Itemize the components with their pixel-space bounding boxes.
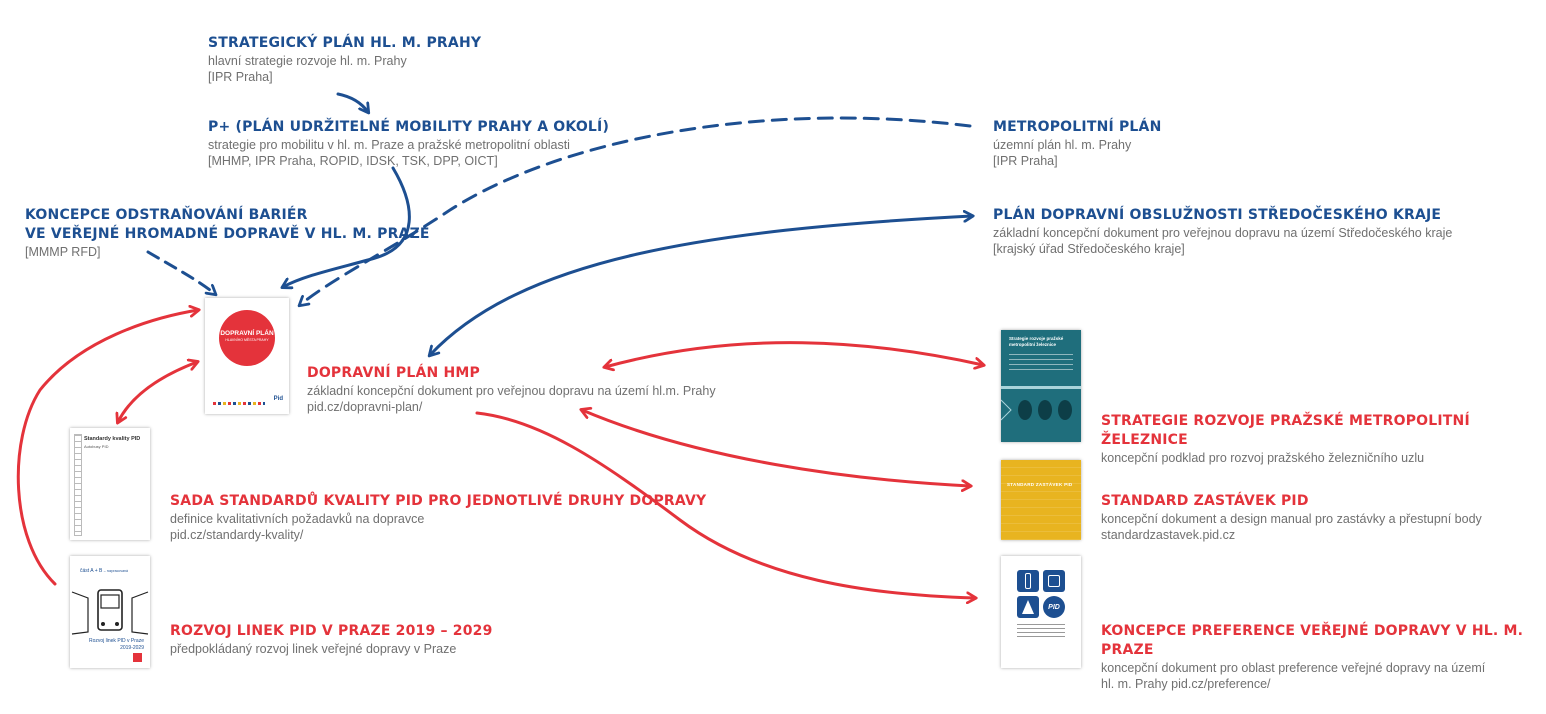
node-desc-line2: hl. m. Prahy pid.cz/preference/ — [1101, 677, 1271, 691]
node-title: ROZVOJ LINEK PID V PRAZE 2019 – 2029 — [170, 623, 493, 639]
node-title-line2: VE VEŘEJNÉ HROMADNÉ DOPRAVĚ V HL. M. PRA… — [25, 226, 430, 242]
tram-icon — [1043, 570, 1065, 592]
bus-front-icon — [71, 589, 149, 635]
node-desc: koncepční dokument a design manual pro z… — [1101, 512, 1482, 526]
cover-brick-pattern — [1001, 460, 1081, 540]
node-barriers: KONCEPCE ODSTRAŇOVÁNÍ BARIÉR VE VEŘEJNÉ … — [25, 206, 430, 260]
cover-brand: Pid — [273, 396, 283, 402]
road-shape — [1022, 600, 1034, 614]
node-desc: předpokládaný rozvoj linek veřejné dopra… — [170, 642, 457, 656]
arrow-lines-to-dp — [16, 310, 198, 586]
node-desc: koncepční podklad pro rozvoj pražského ž… — [1101, 451, 1425, 465]
node-pplus: P+ (PLÁN UDRŽITELNÉ MOBILITY PRAHY A OKO… — [208, 118, 609, 169]
node-org: [MHMP, IPR Praha, ROPID, IDSK, TSK, DPP,… — [208, 154, 498, 168]
node-title: STRATEGICKÝ PLÁN HL. M. PRAHY — [208, 35, 482, 51]
cover-title: Rozvoj linek PID v Praze — [88, 638, 144, 644]
cover-title: Standardy kvality PID — [84, 436, 141, 442]
node-org: [MMMP RFD] — [25, 245, 101, 259]
node-title: SADA STANDARDŮ KVALITY PID PRO JEDNOTLIV… — [170, 493, 707, 509]
node-title: DOPRAVNÍ PLÁN HMP — [307, 365, 480, 381]
node-rail-strategy: STRATEGIE ROZVOJE PRAŽSKÉ METROPOLITNÍ Ž… — [1101, 412, 1546, 466]
cover-lines — [1009, 354, 1073, 372]
node-desc: územní plán hl. m. Prahy — [993, 138, 1132, 152]
arrow-metro-to-dp — [300, 116, 972, 305]
cover-side-bar — [74, 434, 82, 536]
arrow-barriers-to-dp — [146, 250, 215, 294]
cover-preference: PID — [1001, 556, 1081, 668]
node-title: PLÁN DOPRAVNÍ OBSLUŽNOSTI STŘEDOČESKÉHO … — [993, 207, 1442, 223]
node-desc: základní koncepční dokument pro veřejnou… — [993, 226, 1453, 240]
node-desc-line1: koncepční dokument pro oblast preference… — [1101, 661, 1486, 675]
node-desc: strategie pro mobilitu v hl. m. Praze a … — [208, 138, 570, 152]
train-bridge-icon — [1001, 386, 1081, 421]
node-title: KONCEPCE PREFERENCE VEŘEJNÉ DOPRAVY V HL… — [1101, 623, 1524, 658]
node-link[interactable]: pid.cz/standardy-kvality/ — [170, 528, 304, 542]
node-desc: hlavní strategie rozvoje hl. m. Prahy — [208, 54, 407, 68]
node-quality-standards: SADA STANDARDŮ KVALITY PID PRO JEDNOTLIV… — [170, 492, 706, 543]
cover-title-line1: Strategie rozvoje pražské — [1009, 336, 1064, 341]
node-preference: KONCEPCE PREFERENCE VEŘEJNÉ DOPRAVY V HL… — [1101, 622, 1546, 692]
node-org: [IPR Praha] — [993, 154, 1058, 168]
node-lines-development: ROZVOJ LINEK PID V PRAZE 2019 – 2029 pře… — [170, 622, 493, 657]
traffic-light-shape — [1025, 573, 1031, 589]
node-desc: definice kvalitativních požadavků na dop… — [170, 512, 425, 526]
cover-subtitle: HLAVNÍHO MĚSTA PRAHY — [225, 338, 269, 342]
arrow-strategic-to-pplus — [336, 92, 368, 112]
pid-badge-text: PID — [1048, 604, 1060, 611]
cover-title-line2: metropolitní železnice — [1009, 342, 1057, 347]
cover-dopravni-plan: DOPRAVNÍ PLÁN HLAVNÍHO MĚSTA PRAHY Pid — [205, 298, 289, 414]
node-title-line1: KONCEPCE ODSTRAŇOVÁNÍ BARIÉR — [25, 207, 308, 223]
tram-shape — [1048, 575, 1060, 587]
pid-badge-icon: PID — [1043, 596, 1065, 618]
cover-color-strip — [213, 402, 265, 405]
node-link[interactable]: standardzastavek.pid.cz — [1101, 528, 1236, 542]
node-strategic-plan: STRATEGICKÝ PLÁN HL. M. PRAHY hlavní str… — [208, 34, 481, 85]
arrow-dp-standards — [118, 362, 197, 422]
arrow-dp-to-preference — [475, 411, 975, 598]
node-dopravni-plan: DOPRAVNÍ PLÁN HMP základní koncepční dok… — [307, 364, 716, 415]
cover-subtitle: Autobusy PID — [84, 444, 109, 449]
cover-lines-development: část A + B – rozpracovaná Rozvoj linek P… — [70, 556, 150, 668]
node-metropolitan-plan: METROPOLITNÍ PLÁN územní plán hl. m. Pra… — [993, 118, 1162, 169]
cover-rail-strategy: Strategie rozvoje pražské metropolitní ž… — [1001, 330, 1081, 442]
road-icon — [1017, 596, 1039, 618]
node-title: STANDARD ZASTÁVEK PID — [1101, 493, 1309, 509]
cover-lines — [1017, 624, 1065, 640]
node-desc: základní koncepční dokument pro veřejnou… — [307, 384, 716, 398]
cover-red-circle: DOPRAVNÍ PLÁN HLAVNÍHO MĚSTA PRAHY — [219, 310, 275, 366]
node-title: P+ (PLÁN UDRŽITELNÉ MOBILITY PRAHY A OKO… — [208, 119, 610, 135]
node-stop-standard: STANDARD ZASTÁVEK PID koncepční dokument… — [1101, 492, 1482, 543]
arrow-stc-dp — [430, 216, 972, 355]
arrow-dp-stops — [582, 410, 970, 486]
traffic-light-icon — [1017, 570, 1039, 592]
cover-stop-standard: STANDARD ZASTÁVEK PID — [1001, 460, 1081, 540]
node-org: [krajský úřad Středočeského kraje] — [993, 242, 1185, 256]
arrow-dp-rail — [605, 341, 983, 367]
node-title: METROPOLITNÍ PLÁN — [993, 119, 1162, 135]
node-stc-plan: PLÁN DOPRAVNÍ OBSLUŽNOSTI STŘEDOČESKÉHO … — [993, 206, 1452, 257]
pid-logo-icon — [133, 653, 142, 662]
cover-top-text: část A + B — [80, 568, 103, 574]
cover-top-label: část A + B – rozpracovaná — [80, 568, 128, 574]
node-title: STRATEGIE ROZVOJE PRAŽSKÉ METROPOLITNÍ Ž… — [1101, 413, 1470, 448]
cover-quality-standards: Standardy kvality PID Autobusy PID — [70, 428, 150, 540]
cover-title: DOPRAVNÍ PLÁN — [220, 330, 274, 337]
cover-top-sub: – rozpracovaná — [103, 569, 128, 573]
cover-years: 2019-2029 — [120, 645, 144, 651]
cover-title: STANDARD ZASTÁVEK PID — [1007, 482, 1073, 487]
node-org: [IPR Praha] — [208, 70, 273, 84]
node-link[interactable]: pid.cz/dopravni-plan/ — [307, 400, 423, 414]
